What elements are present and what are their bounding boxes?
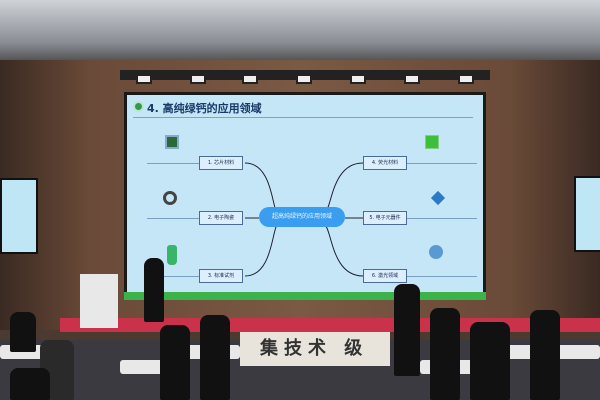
side-screen-left <box>0 178 38 254</box>
audience-member <box>530 310 560 400</box>
photographer <box>394 284 420 376</box>
rollup-banner <box>80 274 118 328</box>
branch-node: 2. 电子陶瓷 <box>199 211 243 225</box>
audience-member <box>160 325 190 400</box>
slide-title: 4. 高纯绿钙的应用领域 <box>147 102 262 115</box>
audience-member <box>10 368 50 400</box>
divider <box>147 163 217 164</box>
branch-node: 1. 芯片材料 <box>199 156 243 170</box>
divider <box>147 218 217 219</box>
stage-light <box>190 74 206 84</box>
stage-edge <box>60 318 600 332</box>
ring-icon <box>163 191 177 205</box>
mindmap-connectors <box>244 162 364 277</box>
logo-icon <box>133 101 144 112</box>
audience-member <box>10 312 36 352</box>
green-tile-icon <box>425 135 439 149</box>
divider <box>407 276 477 277</box>
stage-light <box>242 74 258 84</box>
crystal-icon <box>429 245 443 259</box>
stage-light <box>350 74 366 84</box>
side-screen-right <box>574 176 600 252</box>
divider <box>407 163 477 164</box>
screen-band <box>124 292 486 300</box>
stage-light <box>458 74 474 84</box>
flask-icon <box>167 245 177 265</box>
branch-node: 6. 激光领域 <box>363 269 407 283</box>
stage-light <box>136 74 152 84</box>
audience-member <box>200 315 230 400</box>
branch-node: 3. 标准试剂 <box>199 269 243 283</box>
stage-light <box>404 74 420 84</box>
ceiling <box>0 0 600 70</box>
audience-member <box>430 308 460 400</box>
audience-member <box>470 322 510 400</box>
chip-icon <box>165 135 179 149</box>
stage-banner: 集技术 级 <box>240 332 390 366</box>
divider <box>133 117 473 118</box>
branch-node: 5. 电子元器件 <box>363 211 407 225</box>
center-node: 超高纯绿钙的应用领域 <box>259 207 345 227</box>
branch-node: 4. 荧光材料 <box>363 156 407 170</box>
divider <box>407 218 477 219</box>
divider <box>147 276 217 277</box>
speaker <box>144 258 164 322</box>
stage-light <box>296 74 312 84</box>
projection-screen: 4. 高纯绿钙的应用领域 1. 芯片材料 2. 电子陶瓷 3. 标准试剂 4. … <box>124 92 486 298</box>
